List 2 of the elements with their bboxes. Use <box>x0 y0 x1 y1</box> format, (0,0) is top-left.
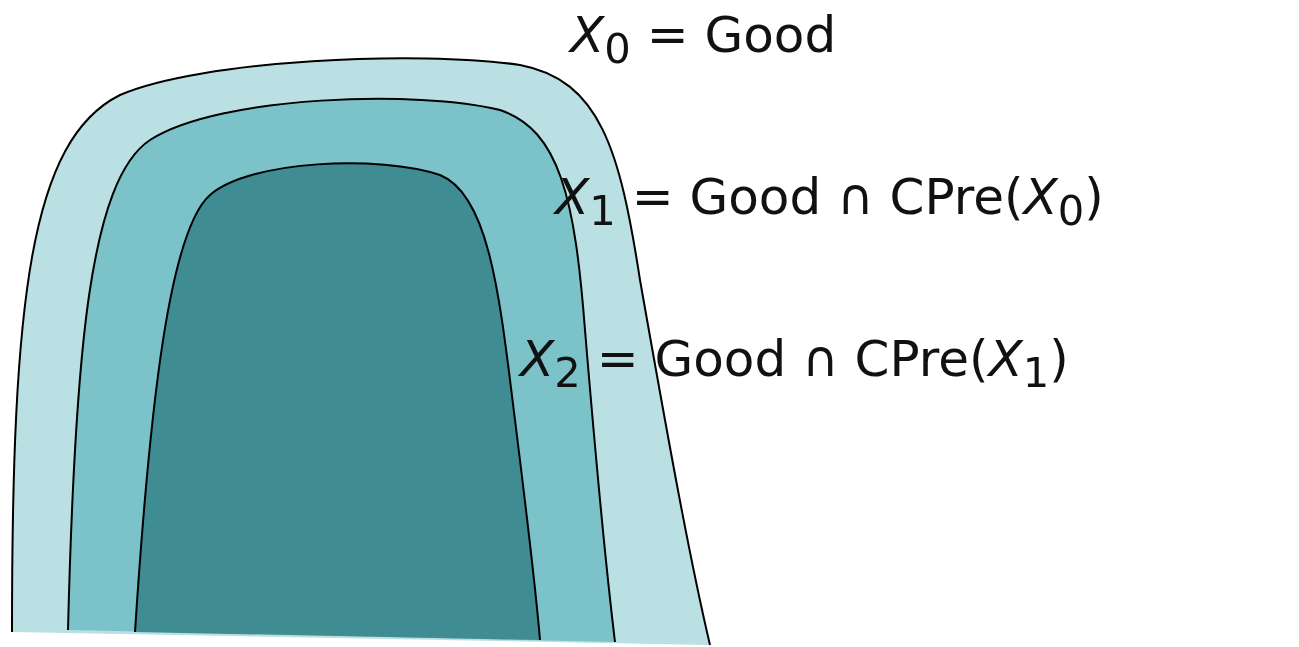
set-equation: X$_{2}$ = Good ∩ CPre(X$_{1}$) <box>520 332 1069 396</box>
set-equation: X$_{0}$ = Good <box>570 8 837 72</box>
